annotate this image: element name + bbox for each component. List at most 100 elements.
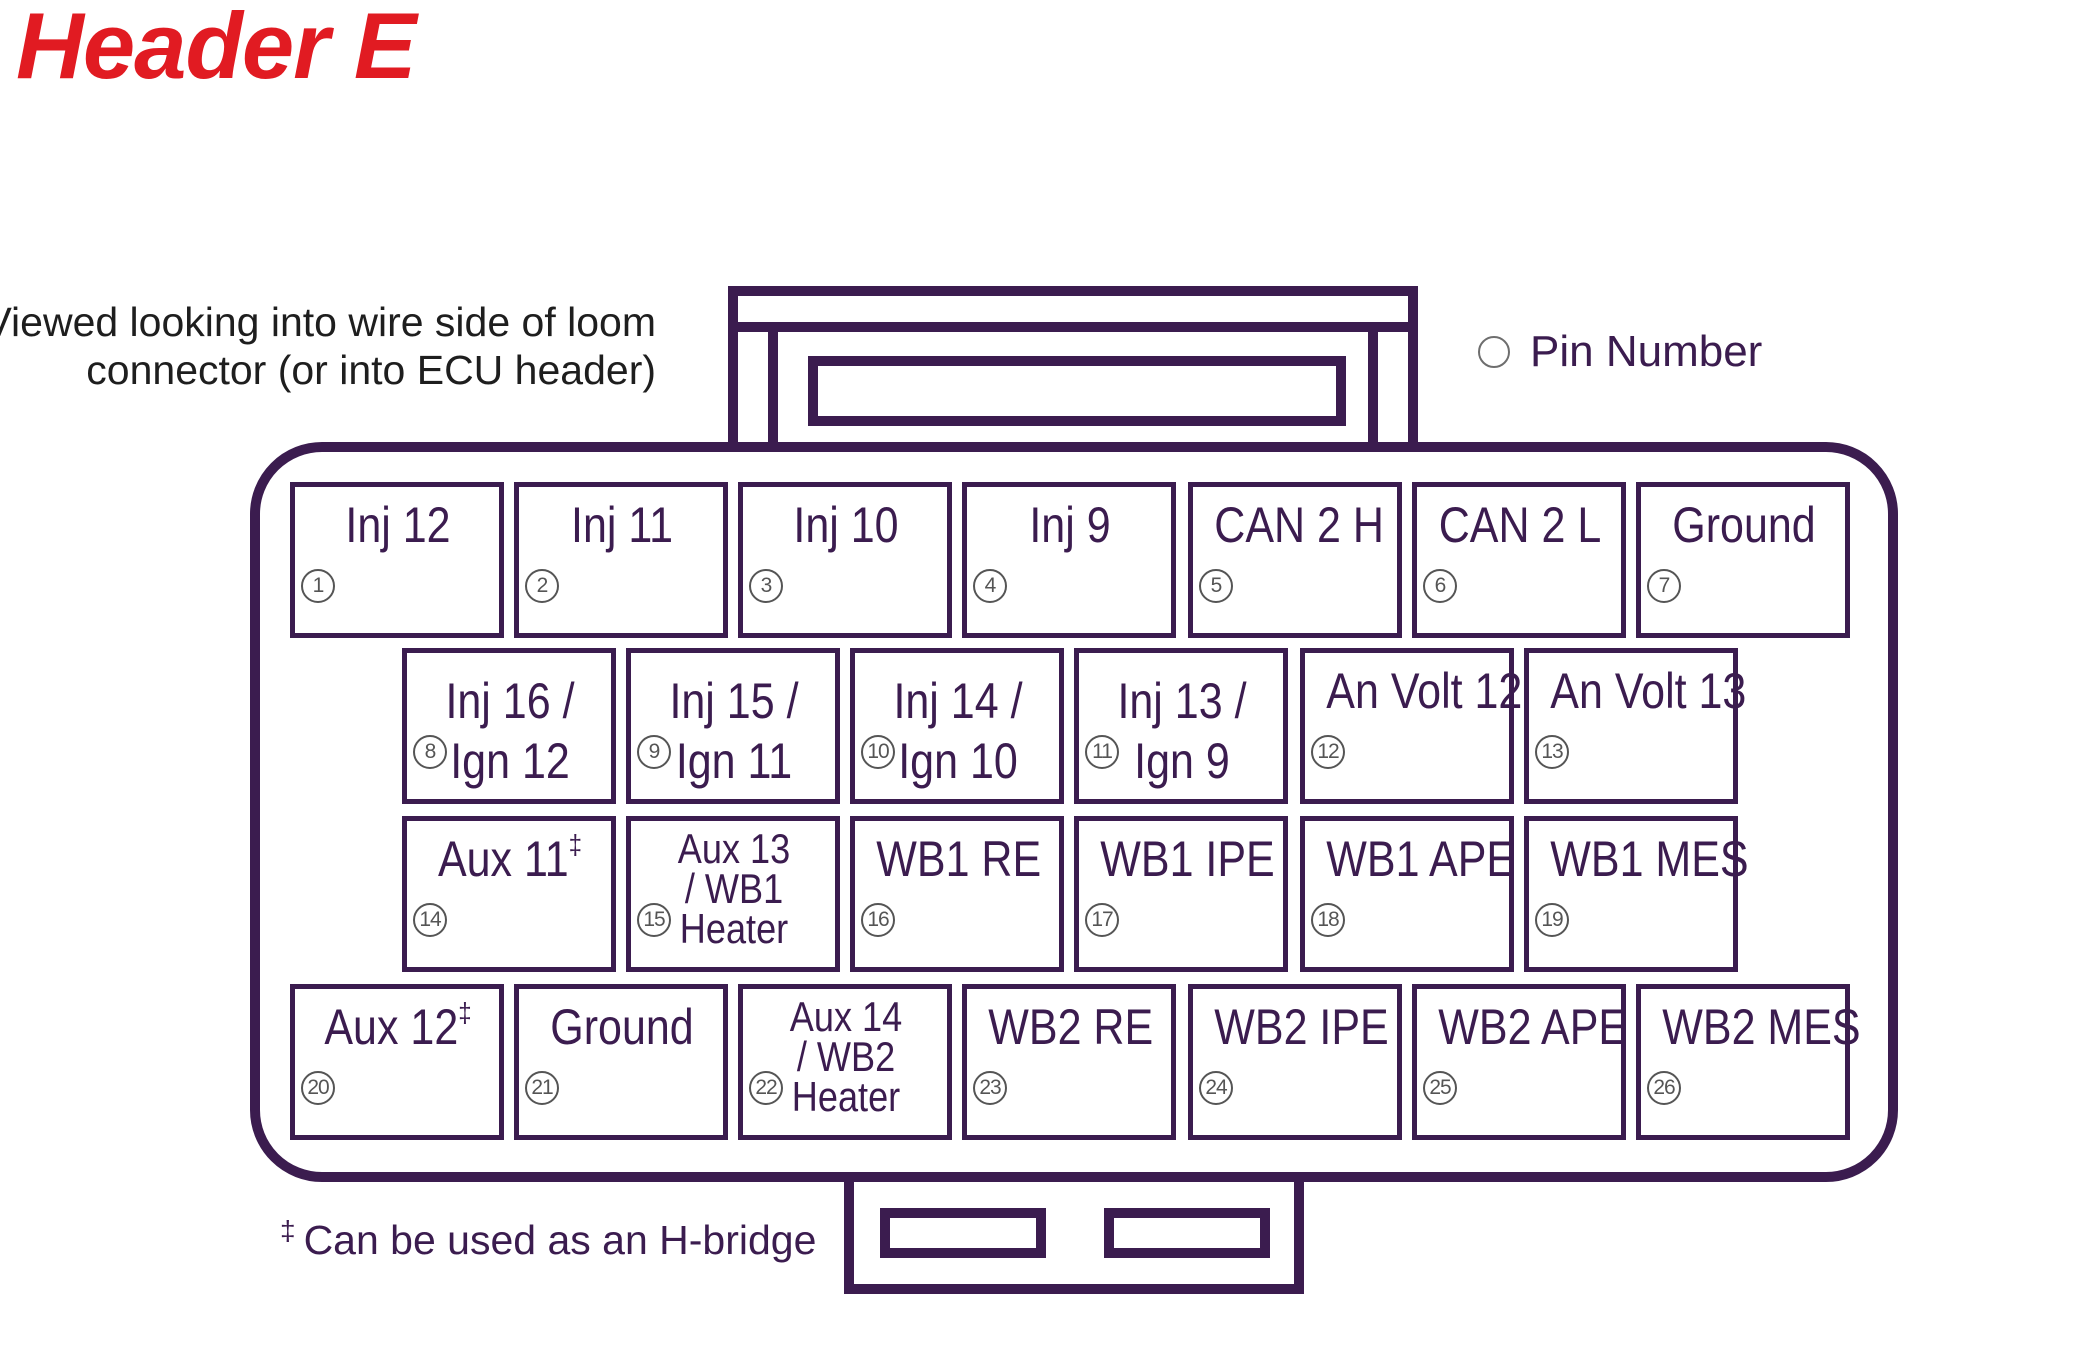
pin-number-badge: 20 xyxy=(301,1071,335,1105)
top-latch-rail xyxy=(728,322,1418,332)
pin-18: WB1 APE 18 xyxy=(1300,816,1516,972)
pin-label-line: WB2 IPE xyxy=(1214,999,1389,1055)
pin-label-line: WB2 RE xyxy=(988,999,1154,1055)
pin-label-line: CAN 2 H xyxy=(1214,497,1384,553)
pin-label-text: Aux 12 xyxy=(324,999,459,1055)
pin-number-badge: 6 xyxy=(1423,569,1457,603)
pin-label-line: Inj 16 / xyxy=(445,673,575,729)
circle-outline-icon xyxy=(1478,336,1510,368)
pin-number-badge: 9 xyxy=(637,735,671,769)
pin-label-line: Inj 10 xyxy=(793,497,899,553)
pin-number-badge: 7 xyxy=(1647,569,1681,603)
view-caption-line-1: Viewed looking into wire side of loom xyxy=(0,299,656,345)
pin-label: CAN 2 L xyxy=(1438,499,1602,551)
pin-label-line: Inj 9 xyxy=(1029,497,1111,553)
pin-number-badge: 10 xyxy=(861,735,895,769)
bottom-latch-slot-right xyxy=(1104,1208,1270,1258)
pin-number-badge: 8 xyxy=(413,735,447,769)
pin-label-line: Inj 11 xyxy=(570,497,673,553)
pin-label-line: Aux 13 xyxy=(677,825,791,872)
pin-number-badge: 4 xyxy=(973,569,1007,603)
pin-label: An Volt 12 xyxy=(1326,665,1522,717)
pin-25: WB2 APE 25 xyxy=(1412,984,1628,1140)
legend-label: Pin Number xyxy=(1530,327,1763,376)
pin-label-line: WB1 IPE xyxy=(1100,831,1275,887)
pin-label-line: Inj 13 / xyxy=(1117,673,1247,729)
bottom-latch-slot-left xyxy=(880,1208,1046,1258)
pin-number-badge: 26 xyxy=(1647,1071,1681,1105)
pin-label-line: An Volt 13 xyxy=(1550,663,1747,719)
pin-label-line: WB2 APE xyxy=(1438,999,1628,1055)
pin-number-badge: 19 xyxy=(1535,903,1569,937)
pin-number-badge: 25 xyxy=(1423,1071,1457,1105)
pin-number-badge: 14 xyxy=(413,903,447,937)
pin-4: Inj 9 4 xyxy=(962,482,1176,638)
pin-label-line: Aux 12‡ xyxy=(316,999,479,1055)
pin-label: CAN 2 H xyxy=(1214,497,1384,553)
pin-label: WB2 MES xyxy=(1662,999,1861,1055)
pin-label-line: Ground xyxy=(550,999,694,1055)
pin-label: Ground xyxy=(1662,499,1825,551)
pin-24: WB2 IPE 24 xyxy=(1188,984,1402,1140)
pin-number-badge: 2 xyxy=(525,569,559,603)
pin-number-badge: 21 xyxy=(525,1071,559,1105)
pin-20: Aux 12‡ 20 xyxy=(290,984,504,1140)
pin-label: WB2 RE xyxy=(988,999,1154,1055)
view-caption: Viewed looking into wire side of loom co… xyxy=(0,298,656,394)
pin-label: Inj 9 xyxy=(988,499,1151,551)
top-latch-slot xyxy=(808,356,1346,426)
top-latch-right-post xyxy=(1368,322,1378,456)
pin-label-line: WB1 APE xyxy=(1326,831,1516,887)
pin-label-line: Ground xyxy=(1672,497,1816,553)
pin-label-line: Heater xyxy=(791,1073,901,1120)
pin-label-line: WB2 MES xyxy=(1662,999,1861,1055)
pin-label-line: / WB2 xyxy=(796,1033,896,1080)
pin-label: WB1 IPE xyxy=(1100,831,1275,887)
pin-26: WB2 MES 26 xyxy=(1636,984,1861,1140)
view-caption-line-2: connector (or into ECU header) xyxy=(86,347,656,393)
pin-21: Ground 21 xyxy=(514,984,728,1140)
pin-label-line: Ign 11 xyxy=(675,733,793,789)
pin-label-line: Ign 9 xyxy=(1134,733,1230,789)
pin-17: WB1 IPE 17 xyxy=(1074,816,1288,972)
pin-number-badge: 23 xyxy=(973,1071,1007,1105)
pin-label: An Volt 13 xyxy=(1550,663,1747,719)
pin-label-line: WB1 MES xyxy=(1550,831,1749,887)
pin-number-badge: 1 xyxy=(301,569,335,603)
footnote-mark: ‡ xyxy=(280,1215,296,1246)
pin-label-line: Ign 12 xyxy=(450,733,570,789)
pin-19: WB1 MES 19 xyxy=(1524,816,1749,972)
pin-number-badge: 5 xyxy=(1199,569,1233,603)
pin-number-badge: 18 xyxy=(1311,903,1345,937)
pin-number-badge: 15 xyxy=(637,903,671,937)
pin-number-badge: 22 xyxy=(749,1071,783,1105)
pin-number-badge: 11 xyxy=(1085,735,1119,769)
pin-label: WB1 MES xyxy=(1550,831,1749,887)
top-latch-left-post xyxy=(768,322,778,456)
pin-11: Inj 13 /Ign 9 11 xyxy=(1074,648,1288,804)
page-title: Header E xyxy=(16,0,417,98)
pin-number-badge: 12 xyxy=(1311,735,1345,769)
pin-6: CAN 2 L 6 xyxy=(1412,482,1626,638)
pin-label: WB2 APE xyxy=(1438,999,1628,1055)
pin-label-line: Inj 14 / xyxy=(893,673,1023,729)
pin-number-badge: 17 xyxy=(1085,903,1119,937)
pin-label: Inj 11 xyxy=(540,499,703,551)
pin-label: Inj 14 /Ign 10 xyxy=(876,671,1039,791)
pin-5: CAN 2 H 5 xyxy=(1188,482,1402,638)
pin-label-line: Inj 15 / xyxy=(669,673,799,729)
pin-label: WB1 APE xyxy=(1326,831,1516,887)
pin-label-line: Aux 14 xyxy=(789,993,903,1040)
pin-label: WB2 IPE xyxy=(1214,999,1389,1055)
pin-number-badge: 24 xyxy=(1199,1071,1233,1105)
